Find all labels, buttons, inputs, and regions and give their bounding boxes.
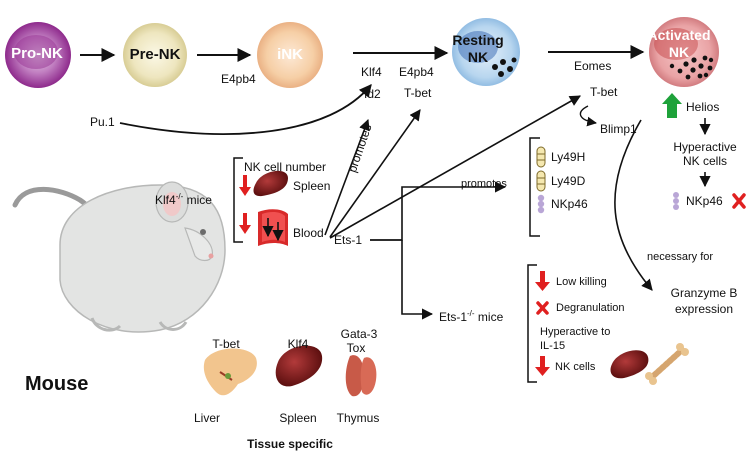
tissue-liver-label: Liver: [193, 411, 221, 425]
promotes-receptors-label: promotes: [461, 178, 507, 190]
hyperactive-label-line1: Hyperactive to: [540, 326, 611, 338]
bone-icon: [645, 343, 689, 385]
arrow-ets1-to-tbet-resting: [329, 109, 421, 238]
arrow-ets1-to-klf4: [324, 118, 370, 236]
tbet-activated-label: T-bet: [590, 85, 618, 99]
tissue-spleen-label: Spleen: [279, 411, 317, 425]
granzyme-label-line2: expression: [674, 302, 734, 316]
degranulation-label: Degranulation: [556, 302, 625, 314]
e4pb4-ink-label: E4pb4: [221, 72, 256, 86]
tissue-thymus-label: Thymus: [336, 411, 380, 425]
blimp1-label: Blimp1: [600, 122, 637, 136]
klf4-mice-label: Klf4-/- mice: [155, 192, 212, 207]
resting-nk-label-line1: Resting: [452, 32, 504, 48]
eomes-label: Eomes: [574, 59, 612, 73]
arrow-to-granzyme: [614, 119, 653, 291]
id2-label: Id2: [364, 87, 381, 101]
activated-nk-label-line1: Activated: [647, 27, 711, 43]
nk-cells-label: NK cells: [555, 361, 596, 373]
receptor-bracket: [529, 137, 540, 237]
mouse-label: Mouse: [25, 373, 89, 395]
tissue-specific-label: Tissue specific: [247, 437, 333, 451]
arrow-ets1-to-ets1-mice: [401, 240, 434, 320]
spleen-organ-klf4: [253, 170, 288, 197]
ink-label: iNK: [277, 46, 303, 63]
red-down-arrow-killing: [535, 271, 550, 291]
arrow-tbet-to-blimp1: [579, 105, 597, 127]
tissue-spleen-factor: Klf4: [287, 337, 309, 351]
resting-nk-nucleus: [458, 31, 498, 63]
thymus-organ: [345, 355, 377, 397]
pro-nk-label: Pro-NK: [11, 45, 63, 62]
red-down-arrow-spleen: [239, 175, 251, 196]
pre-nk-label: Pre-NK: [129, 46, 181, 63]
resting-nk-granules: [492, 57, 517, 77]
hyperactive-label-line2: IL-15: [540, 340, 566, 352]
liver-organ: [203, 348, 257, 396]
tissue-thymus-factor-line1: Gata-3: [340, 327, 378, 341]
ets1-label: Ets-1: [334, 233, 363, 247]
pre-nk-cell: [123, 23, 187, 87]
nkp46-receptor-icon: [537, 194, 545, 214]
hyperactive-nk-label-line1: Hyperactive: [673, 140, 737, 154]
spleen-organ-ets1: [610, 350, 649, 379]
granzyme-label-line1: Granzyme B: [670, 286, 738, 300]
tissue-liver-factor: T-bet: [212, 337, 240, 351]
klf4-label: Klf4: [361, 65, 382, 79]
nkp46-helios-label: NKp46: [686, 194, 723, 208]
helios-label: Helios: [686, 100, 720, 114]
necessary-for-label: necessary for: [647, 251, 714, 263]
activated-nk-label-line2: NK: [668, 44, 690, 60]
red-down-arrow-nk-cells: [535, 356, 550, 376]
klf4-mice-name: Klf4: [155, 193, 176, 207]
nk-cell-number-label: NK cell number: [244, 160, 327, 174]
arrow-pu1-to-klf4: [119, 84, 372, 135]
klf4-mice-bracket: [233, 157, 243, 243]
low-killing-label: Low killing: [556, 276, 607, 288]
mouse-illustration: [12, 181, 226, 333]
blood-vessel: [258, 209, 288, 246]
klf4-mice-superscript: -/-: [175, 192, 184, 201]
tbet-resting-label: T-bet: [404, 86, 432, 100]
pu1-label: Pu.1: [90, 115, 115, 129]
arrow-ets1-to-tbet-activated: [329, 95, 581, 239]
receptor-ly49d-label: Ly49D: [551, 174, 586, 188]
activated-nk-granules: [669, 55, 714, 80]
ly49d-icon: [536, 170, 546, 192]
red-down-arrow-blood: [239, 213, 251, 234]
e4pb4-resting-label: E4pb4: [399, 65, 434, 79]
ets1-mice-bracket: [527, 264, 537, 383]
ink-cell: [257, 22, 323, 88]
green-up-arrow: [662, 93, 682, 118]
spleen-organ-tissue: [275, 345, 323, 387]
receptor-ly49h-label: Ly49H: [551, 150, 586, 164]
resting-nk-label-line2: NK: [467, 49, 489, 65]
ets1-mice-name: Ets-1: [439, 310, 468, 324]
tissue-thymus-factor-line2: Tox: [346, 341, 366, 355]
nkp46-helios-icon: [673, 192, 679, 210]
klf4-spleen-label: Spleen: [293, 179, 331, 193]
receptor-nkp46-label: NKp46: [551, 197, 588, 211]
red-x-mark-degranulation: [536, 301, 549, 315]
arrow-ets1-to-receptors: [370, 181, 507, 241]
red-x-mark-nkp46: [732, 193, 746, 209]
pro-nk-nucleus: [14, 35, 58, 69]
ets1-mice-superscript: -/-: [467, 309, 475, 318]
ly49h-icon: [536, 146, 546, 168]
hyperactive-nk-label-line2: NK cells: [682, 154, 728, 168]
ets1-mice-suffix: mice: [474, 310, 504, 324]
activated-nk-nucleus: [654, 28, 698, 60]
activated-nk-cell: [649, 17, 719, 87]
ets1-mice-label: Ets-1-/- mice: [439, 309, 504, 324]
klf4-blood-label: Blood: [293, 226, 324, 240]
klf4-mice-suffix: mice: [183, 193, 212, 207]
